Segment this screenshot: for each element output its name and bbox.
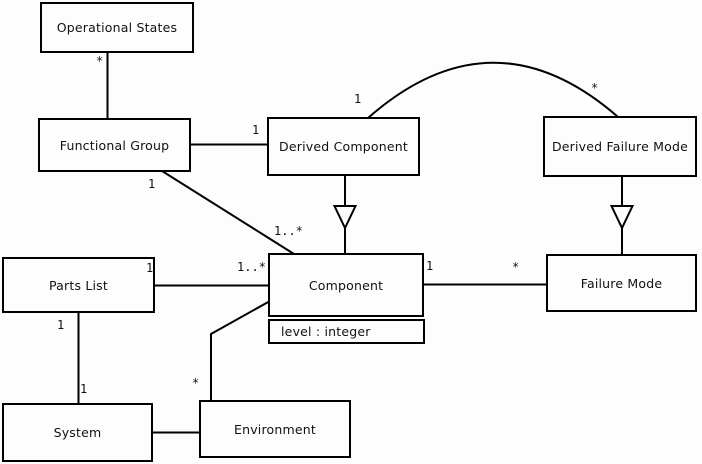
class-label: Parts List <box>48 277 108 293</box>
multiplicity-label: * <box>512 260 520 274</box>
class-label: System <box>53 425 102 440</box>
multiplicity-label: * <box>591 81 599 95</box>
class-label: Failure Mode <box>580 275 663 291</box>
attribute-label: level : integer <box>281 324 371 339</box>
multiplicity-label: 1 <box>252 123 260 137</box>
multiplicity-label: 1 <box>146 261 154 275</box>
class-label: Component <box>308 277 384 293</box>
edge-functionalgroup-component <box>161 170 295 255</box>
class-label: Derived Failure Mode <box>551 139 689 154</box>
class-box-derived-component[interactable]: Derived Component <box>267 117 420 176</box>
class-box-failure-mode[interactable]: Failure Mode <box>546 254 697 312</box>
class-label: Operational States <box>56 20 178 35</box>
multiplicity-label: 1..* <box>237 260 266 274</box>
edge-component-environment <box>210 300 271 401</box>
multiplicity-label: * <box>96 54 104 68</box>
class-label: Functional Group <box>59 137 170 153</box>
multiplicity-label: 1 <box>80 382 88 396</box>
class-box-environment[interactable]: Environment <box>199 400 351 458</box>
multiplicity-label: 1 <box>57 318 65 332</box>
edge-derivedcomponent-derivedfailuremode-arc <box>367 61 619 119</box>
class-box-system[interactable]: System <box>2 403 153 462</box>
class-box-operational-states[interactable]: Operational States <box>40 2 194 53</box>
class-box-derived-failure-mode[interactable]: Derived Failure Mode <box>543 116 697 177</box>
multiplicity-label: 1..* <box>274 224 303 238</box>
class-box-component[interactable]: Component <box>268 253 424 317</box>
class-label: Environment <box>233 421 317 437</box>
generalization-triangle-icon <box>609 205 635 231</box>
class-label: Derived Component <box>279 139 408 154</box>
multiplicity-label: 1 <box>426 259 434 273</box>
class-box-parts-list[interactable]: Parts List <box>2 257 155 313</box>
multiplicity-label: * <box>192 376 200 390</box>
multiplicity-label: 1 <box>354 92 362 106</box>
multiplicity-label: 1 <box>148 177 156 191</box>
class-box-functional-group[interactable]: Functional Group <box>38 118 191 172</box>
generalization-triangle-icon <box>332 205 358 231</box>
class-attribute-component-level[interactable]: level : integer <box>268 319 425 344</box>
